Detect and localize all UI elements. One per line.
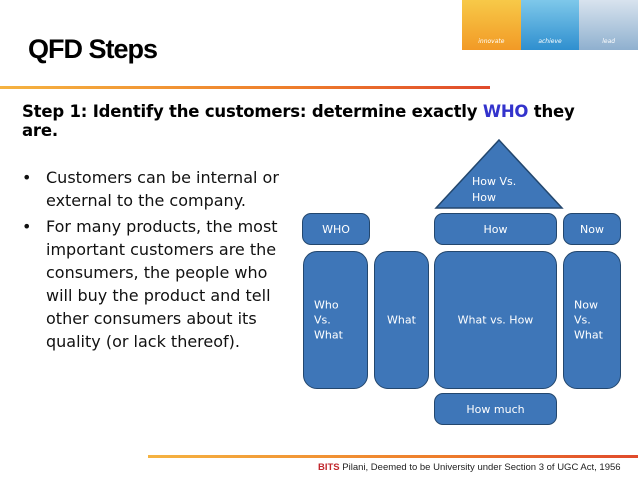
institution-logo-banner: innovate achieve lead xyxy=(462,0,638,50)
how-label: How xyxy=(483,222,508,236)
who-box: WHO xyxy=(302,213,370,245)
how-much-box: How much xyxy=(434,393,557,425)
what-label: What xyxy=(387,313,416,327)
bullet-dot-icon: • xyxy=(22,217,32,236)
who-vs-what-line2: Vs. xyxy=(314,313,331,327)
now-box: Now xyxy=(563,213,621,245)
roof-triangle xyxy=(434,138,564,209)
what-vs-how-matrix: What vs. How xyxy=(434,251,557,389)
bullet-text: For many products, the most important cu… xyxy=(46,217,278,351)
footer-brand: BITS xyxy=(318,462,340,473)
roof-label-line2: How xyxy=(472,191,496,204)
roof-label: How Vs. How xyxy=(472,174,542,206)
what-vs-how-label: What vs. How xyxy=(457,313,534,327)
logo-word-innovate: innovate xyxy=(478,38,505,45)
footer: BITS Pilani, Deemed to be University und… xyxy=(318,462,621,473)
logo-segment-achieve: achieve xyxy=(520,0,580,50)
now-vs-what-line2: Vs. xyxy=(574,313,591,327)
now-vs-what-line1: Now xyxy=(574,298,598,312)
bullet-text: Customers can be internal or external to… xyxy=(46,168,279,210)
footer-text: Pilani, Deemed to be University under Se… xyxy=(339,462,621,473)
now-vs-what-line3: What xyxy=(574,328,603,342)
how-much-label: How much xyxy=(466,402,525,416)
who-vs-what-line1: Who xyxy=(314,298,339,312)
slide-title: QFD Steps xyxy=(28,34,158,64)
step-prefix: Step 1: Identify the customers: determin… xyxy=(22,102,483,121)
bottom-divider xyxy=(148,455,638,458)
step-suffix: they are. xyxy=(22,102,575,140)
roof-label-line1: How Vs. xyxy=(472,175,517,188)
now-vs-what-column: Now Vs. What xyxy=(563,251,621,389)
logo-segment-lead: lead xyxy=(579,0,638,50)
bullet-item: • For many products, the most important c… xyxy=(22,215,297,353)
what-column: What xyxy=(374,251,429,389)
who-vs-what-label: Who Vs. What xyxy=(314,298,367,343)
bullet-item: • Customers can be internal or external t… xyxy=(22,166,297,212)
bullet-list: • Customers can be internal or external t… xyxy=(22,166,297,356)
who-vs-what-column: Who Vs. What xyxy=(303,251,368,389)
bullet-dot-icon: • xyxy=(22,168,32,187)
top-divider xyxy=(0,86,490,89)
step-heading: Step 1: Identify the customers: determin… xyxy=(22,102,612,140)
how-box: How xyxy=(434,213,557,245)
step-highlight-who: WHO xyxy=(482,102,529,121)
now-label: Now xyxy=(580,222,604,236)
logo-word-lead: lead xyxy=(602,38,616,45)
who-label: WHO xyxy=(322,222,350,236)
logo-segment-innovate: innovate xyxy=(462,0,521,50)
logo-word-achieve: achieve xyxy=(538,38,562,45)
who-vs-what-line3: What xyxy=(314,328,343,342)
now-vs-what-label: Now Vs. What xyxy=(574,298,620,343)
